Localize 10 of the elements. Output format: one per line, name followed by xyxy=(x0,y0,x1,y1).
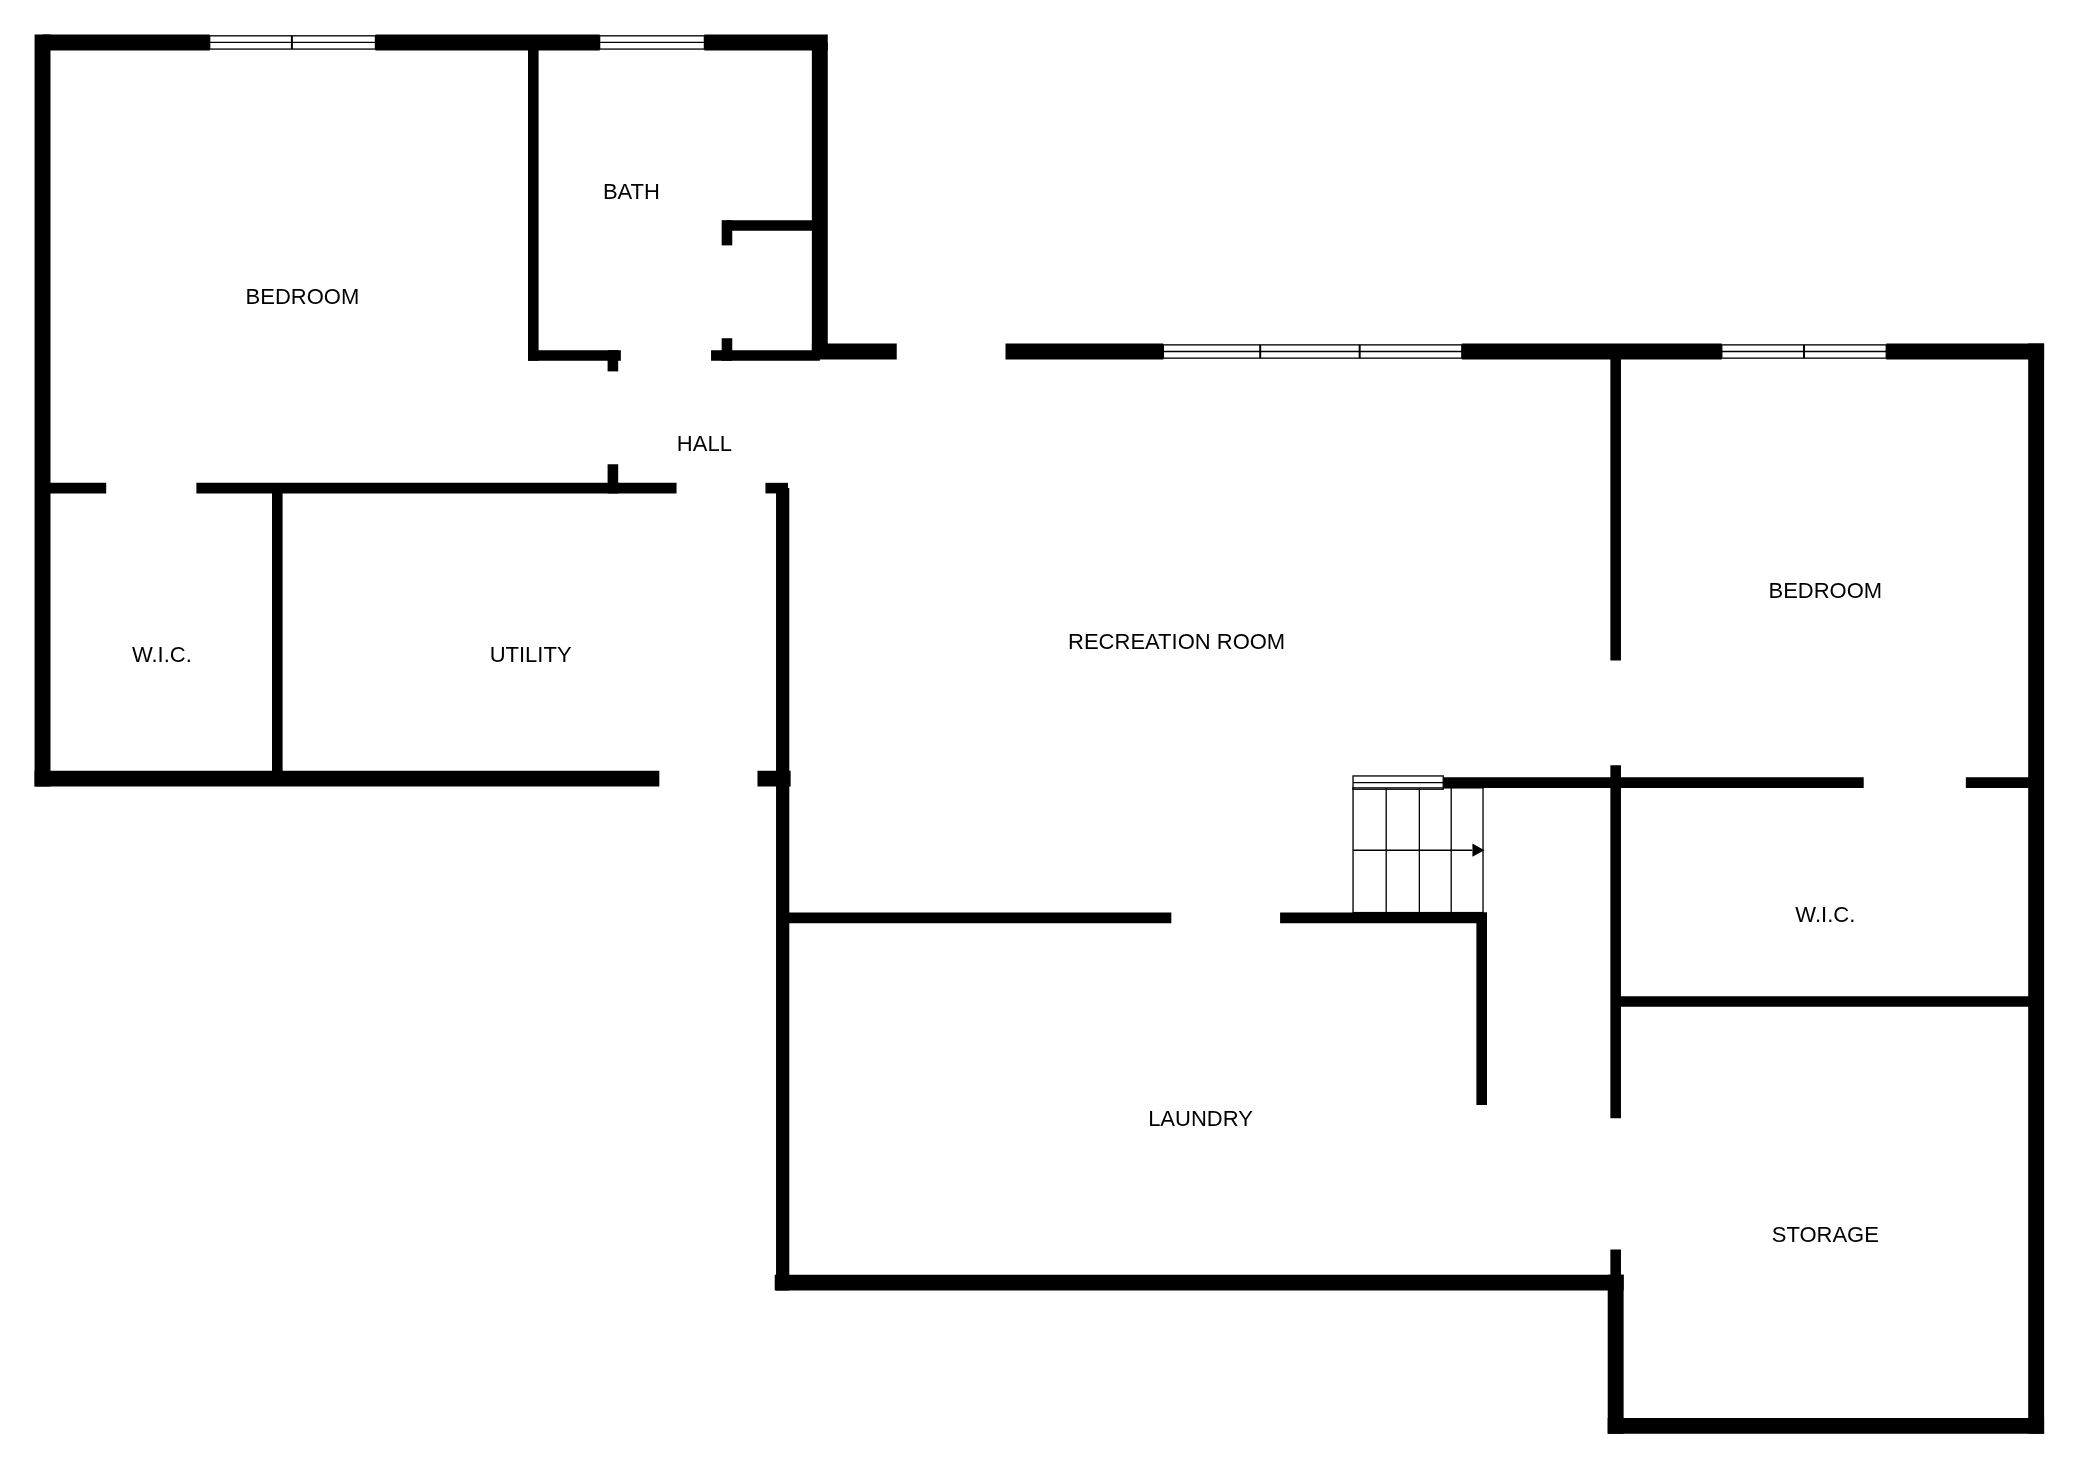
room-label: UTILITY xyxy=(489,640,572,669)
room-label: BATH xyxy=(602,177,660,206)
room-label: STORAGE xyxy=(1771,1220,1879,1249)
room-label: W.I.C. xyxy=(131,640,192,669)
room-label: LAUNDRY xyxy=(1148,1104,1253,1133)
room-label: W.I.C. xyxy=(1795,900,1856,929)
room-label: HALL xyxy=(676,429,732,458)
room-label: BEDROOM xyxy=(1768,576,1883,605)
room-label: RECREATION ROOM xyxy=(1068,627,1286,656)
room-label: BEDROOM xyxy=(245,282,360,311)
